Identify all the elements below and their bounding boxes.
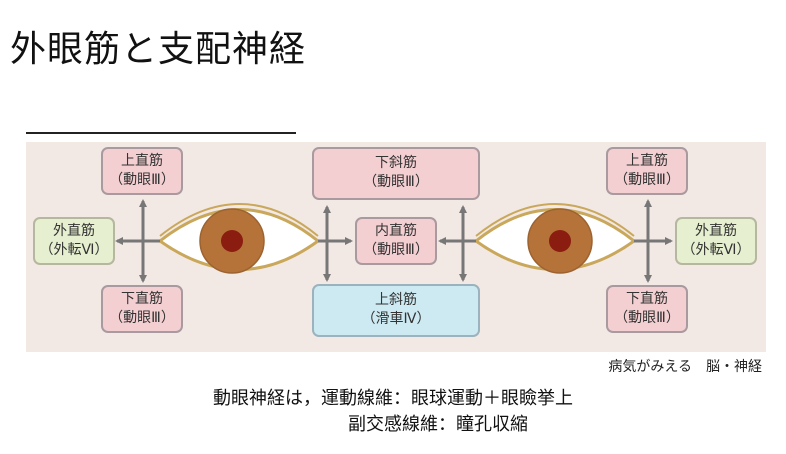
box-left-lateral-rectus: 外直筋 （外転Ⅵ）	[33, 217, 115, 265]
pupil-left	[221, 230, 243, 252]
box-right-inferior-rectus: 下直筋 （動眼Ⅲ）	[606, 285, 688, 333]
muscle-name: 上直筋	[121, 153, 163, 169]
muscle-name: 外直筋	[53, 223, 95, 239]
muscle-name: 下直筋	[121, 291, 163, 307]
nerve-name: （動眼Ⅲ）	[109, 172, 175, 188]
source-caption: 病気がみえる 脳・神経	[608, 359, 762, 375]
nerve-name: （動眼Ⅲ）	[614, 310, 680, 326]
summary-line-1: 動眼神経は，運動線維：眼球運動＋眼瞼挙上	[213, 388, 573, 409]
left-arrows	[115, 199, 160, 283]
box-left-superior-rectus: 上直筋 （動眼Ⅲ）	[101, 147, 183, 195]
box-medial-rectus: 内直筋 （動眼Ⅲ）	[355, 217, 437, 265]
divider	[26, 132, 296, 134]
box-superior-oblique: 上斜筋 （滑車Ⅳ）	[312, 284, 480, 337]
box-right-superior-rectus: 上直筋 （動眼Ⅲ）	[606, 147, 688, 195]
box-left-inferior-rectus: 下直筋 （動眼Ⅲ）	[101, 285, 183, 333]
center-left-arrows	[318, 205, 353, 282]
muscle-name: 上斜筋	[375, 292, 417, 308]
nerve-name: （滑車Ⅳ）	[361, 311, 431, 327]
muscle-name: 下直筋	[626, 291, 668, 307]
pupil-right	[549, 230, 571, 252]
left-eye	[157, 203, 321, 274]
muscle-name: 内直筋	[375, 223, 417, 239]
nerve-name: （動眼Ⅲ）	[109, 310, 175, 326]
summary-line-2: 副交感線維：瞳孔収縮	[348, 414, 528, 435]
center-right-arrows	[438, 205, 476, 282]
muscle-name: 下斜筋	[375, 155, 417, 171]
page-title: 外眼筋と支配神経	[10, 29, 307, 70]
nerve-name: （動眼Ⅲ）	[363, 174, 429, 190]
nerve-name: （外転Ⅵ）	[681, 242, 751, 258]
right-eye	[473, 203, 637, 274]
box-right-lateral-rectus: 外直筋 （外転Ⅵ）	[675, 217, 757, 265]
nerve-name: （外転Ⅵ）	[39, 242, 109, 258]
box-inferior-oblique: 下斜筋 （動眼Ⅲ）	[312, 147, 480, 200]
muscle-name: 外直筋	[695, 223, 737, 239]
nerve-name: （動眼Ⅲ）	[363, 242, 429, 258]
muscle-name: 上直筋	[626, 153, 668, 169]
right-arrows	[634, 199, 673, 283]
nerve-name: （動眼Ⅲ）	[614, 172, 680, 188]
